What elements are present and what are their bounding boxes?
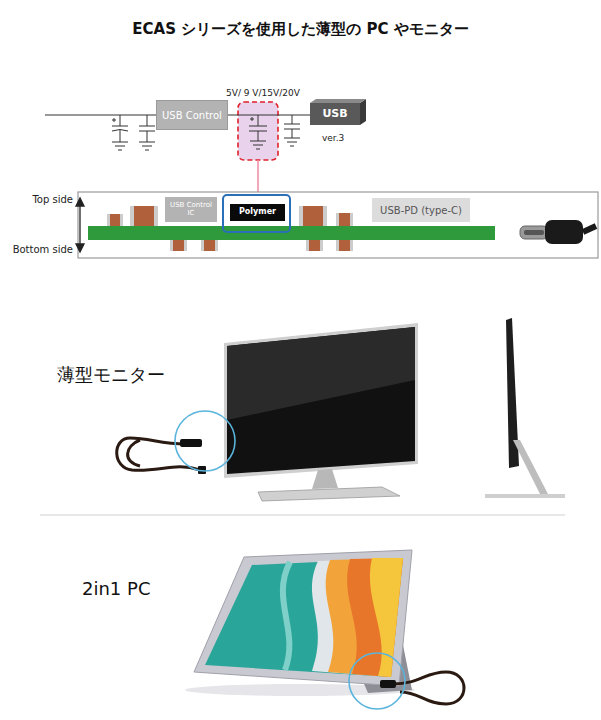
side-label: Bottom side	[13, 244, 73, 255]
side-label: Top side	[32, 194, 73, 205]
divider	[40, 514, 565, 516]
node-text: USB-PD (type-C)	[380, 205, 462, 216]
node-text: USB	[322, 108, 347, 120]
wire-connector	[228, 115, 310, 116]
node-text: Polymer	[239, 208, 276, 217]
node-text: USB Control	[162, 110, 222, 121]
capacitor-symbol	[112, 115, 155, 150]
version-label: ver.3	[322, 133, 344, 143]
chip-component	[170, 240, 353, 251]
block-box: USB Control	[156, 100, 228, 130]
pcb-frame	[78, 192, 598, 258]
focus-circle	[175, 411, 235, 471]
monitor-illustration	[224, 323, 418, 501]
usb-c-connector	[520, 220, 596, 244]
plug	[380, 680, 396, 688]
leader-line	[257, 160, 259, 195]
tablet-illustration	[185, 550, 415, 696]
plug	[180, 439, 202, 447]
capacitor-symbol	[249, 115, 267, 149]
highlight-outline	[223, 195, 290, 232]
connector-chip: USB-PD (type-C)	[372, 198, 470, 222]
ic-chip: USB Control IC	[165, 197, 217, 222]
voltage-label: 5V/ 9 V/15V/20V	[226, 88, 300, 98]
highlight-region	[238, 102, 278, 160]
title: ECAS シリーズを使用した薄型の PC やモニター	[132, 20, 468, 39]
thickness-arrow	[76, 198, 84, 252]
node-text: USB Control IC	[169, 202, 213, 217]
product-label: 2in1 PC	[82, 578, 150, 599]
focus-circle	[349, 653, 405, 709]
product-label: 薄型モニター	[57, 363, 165, 387]
wire	[45, 115, 168, 116]
monitor-side-view	[485, 318, 565, 498]
polymer-capacitor: Polymer	[230, 204, 285, 221]
port-box: USB	[310, 103, 360, 125]
circuit-board	[88, 226, 495, 240]
capacitor-symbol	[284, 115, 300, 146]
box-shade	[360, 99, 366, 125]
